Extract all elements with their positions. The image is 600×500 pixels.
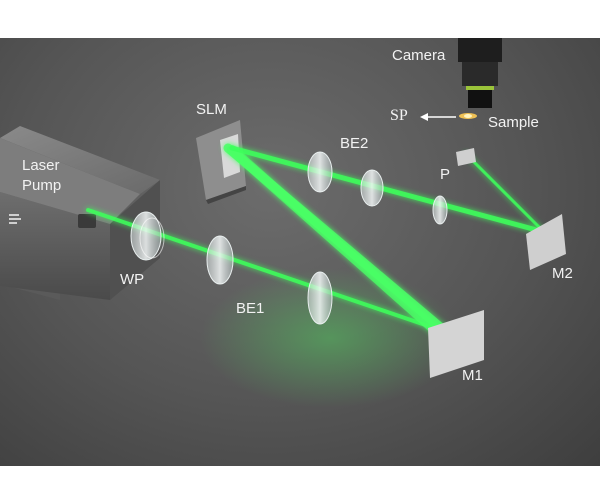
mirror-m2 xyxy=(526,214,566,270)
lens-be2-a xyxy=(307,151,333,193)
lens-be1-b xyxy=(307,271,333,325)
beam-slm-to-m2 xyxy=(229,145,547,235)
slm-device xyxy=(196,120,246,204)
label-wp: WP xyxy=(120,271,145,288)
sp-arrow xyxy=(420,113,456,121)
label-slm: SLM xyxy=(196,101,227,118)
label-be2: BE2 xyxy=(340,135,369,152)
label-m1: M1 xyxy=(462,367,483,384)
label-laser-pump: Laser Pump xyxy=(22,157,62,194)
label-be1: BE1 xyxy=(236,300,265,317)
laser-logo-mark xyxy=(9,214,21,224)
sample-spot-glow xyxy=(464,114,472,118)
beam-m2-to-sample xyxy=(464,152,546,234)
beam-slm-to-m1 xyxy=(227,145,449,343)
label-m2: M2 xyxy=(552,265,573,282)
polarizer-p xyxy=(432,195,448,225)
lens-wp xyxy=(130,211,165,261)
label-sp: SP xyxy=(390,107,408,124)
optical-setup-diagram: Camera SLM Laser Pump SP Sample BE2 P WP… xyxy=(0,38,600,466)
mirror-m1 xyxy=(428,310,484,378)
lens-be2-b xyxy=(360,169,384,207)
label-p: P xyxy=(440,166,451,183)
optical-setup-drawing xyxy=(0,38,566,408)
label-camera: Camera xyxy=(392,47,446,64)
label-sample: Sample xyxy=(488,114,539,131)
prism-small xyxy=(456,148,476,166)
laser-aperture xyxy=(78,214,96,228)
camera-device xyxy=(458,38,502,108)
lens-be1-a xyxy=(206,235,234,285)
floor-glow xyxy=(200,268,460,408)
